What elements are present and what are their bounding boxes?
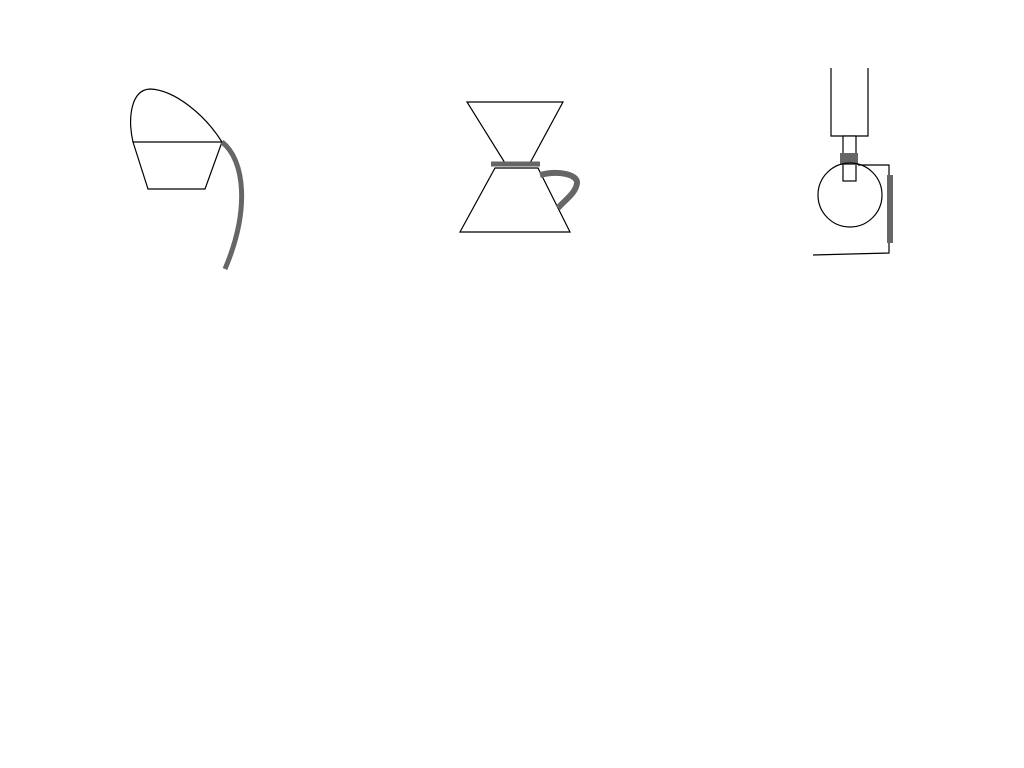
vessel-tube	[220, 140, 244, 270]
clamp-post	[830, 68, 869, 137]
clamp-connector	[840, 153, 858, 165]
vessel-body	[132, 141, 223, 190]
mug-body	[458, 167, 571, 233]
vessel-dome	[130, 88, 223, 143]
pouring-vessel-icon	[130, 88, 244, 270]
funnel-top	[465, 101, 565, 164]
ring-clamp-icon	[812, 68, 893, 256]
clamp-ring	[817, 162, 883, 228]
mug-handle	[539, 170, 580, 211]
hourglass-mug-icon	[458, 101, 580, 233]
